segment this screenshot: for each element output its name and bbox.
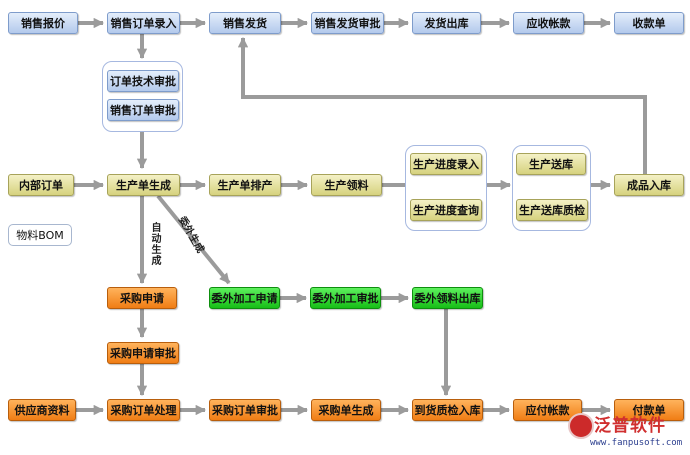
node-order-tech-approval[interactable]: 订单技术审批 — [107, 70, 179, 92]
brand-watermark: 泛普软件 www.fanpusoft.com — [568, 409, 684, 451]
node-accounts-payable[interactable]: 应付帐款 — [513, 399, 582, 421]
node-arrival-inspection[interactable]: 到货质检入库 — [412, 399, 483, 421]
node-production-storage[interactable]: 生产送库 — [516, 153, 586, 175]
node-po-generation[interactable]: 采购单生成 — [311, 399, 381, 421]
node-outsourcing-order[interactable]: 委外加工申请 — [209, 287, 280, 309]
brand-logo-icon — [568, 413, 594, 439]
node-sales-order-entry[interactable]: 销售订单录入 — [107, 12, 180, 34]
node-po-approval[interactable]: 采购订单审批 — [209, 399, 281, 421]
node-payment[interactable]: 付款单 — [614, 399, 684, 421]
node-accounts-receivable[interactable]: 应收帐款 — [513, 12, 584, 34]
node-production-order[interactable]: 生产单生成 — [107, 174, 180, 196]
node-delivery-approval[interactable]: 销售发货审批 — [311, 12, 384, 34]
node-material-bom[interactable]: 物料BOM — [8, 224, 72, 246]
node-internal-order[interactable]: 内部订单 — [8, 174, 74, 196]
node-finished-goods-inbound[interactable]: 成品入库 — [614, 174, 684, 196]
node-outsourcing-approval[interactable]: 委外加工审批 — [310, 287, 381, 309]
node-production-schedule[interactable]: 生产单排产 — [209, 174, 281, 196]
node-production-material[interactable]: 生产领料 — [311, 174, 382, 196]
node-delivery-outbound[interactable]: 发货出库 — [412, 12, 481, 34]
node-sales-delivery[interactable]: 销售发货 — [209, 12, 281, 34]
node-sales-order-approval[interactable]: 销售订单审批 — [107, 99, 179, 121]
brand-name: 泛普软件 — [594, 416, 666, 436]
arrow-inventory-to-delivery — [237, 36, 647, 175]
arrow-production-to-outsourcing — [156, 194, 231, 285]
edge-label-auto-generate: 自动生成 — [149, 222, 160, 266]
node-receipt[interactable]: 收款单 — [614, 12, 684, 34]
node-outsourcing-material-issue[interactable]: 委外领料出库 — [412, 287, 483, 309]
node-progress-query[interactable]: 生产进度查询 — [410, 199, 482, 221]
node-storage-inspection[interactable]: 生产送库质检 — [516, 199, 588, 221]
node-progress-entry[interactable]: 生产进度录入 — [410, 153, 482, 175]
node-supplier-info[interactable]: 供应商资料 — [8, 399, 76, 421]
node-sales-quote[interactable]: 销售报价 — [8, 12, 78, 34]
node-po-processing[interactable]: 采购订单处理 — [107, 399, 180, 421]
brand-url: www.fanpusoft.com — [590, 438, 683, 448]
node-purchase-request[interactable]: 采购申请 — [107, 287, 177, 309]
node-purchase-request-approval[interactable]: 采购申请审批 — [107, 342, 179, 364]
